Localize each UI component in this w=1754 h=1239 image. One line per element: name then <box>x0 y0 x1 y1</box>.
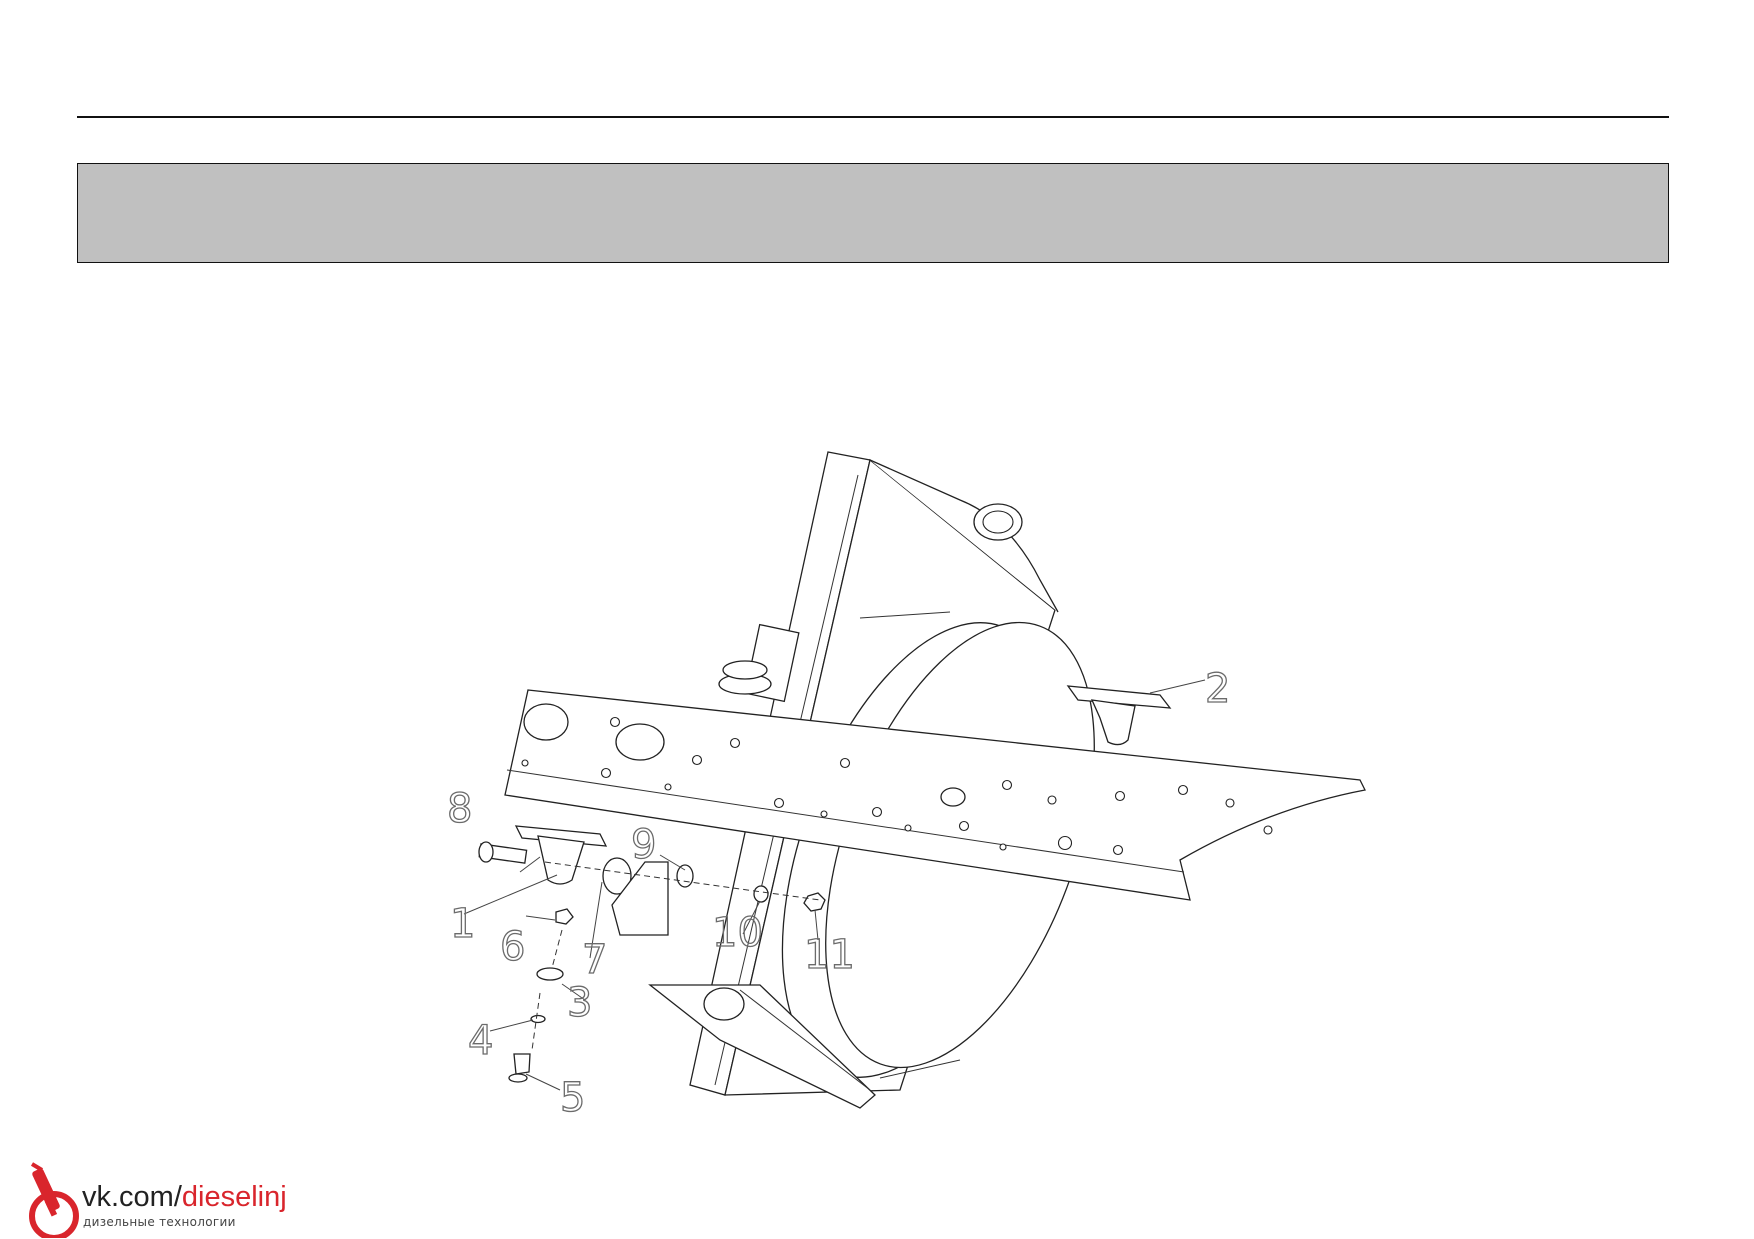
callout-8: 8 <box>447 786 472 832</box>
fuel-injector-icon <box>29 1162 79 1238</box>
bracket-part-2 <box>1066 685 1172 746</box>
callout-4: 4 <box>468 1018 493 1064</box>
watermark-url: vk.com/dieselinj <box>82 1183 287 1212</box>
callout-1: 1 <box>450 901 475 947</box>
callout-10: 10 <box>712 910 763 956</box>
callout-labels: 1 2 3 4 5 6 7 8 9 10 11 <box>446 665 1231 1121</box>
callout-3: 3 <box>567 980 592 1026</box>
lower-outlet-pipe <box>648 984 876 1109</box>
callout-2: 2 <box>1205 666 1230 712</box>
callout-5: 5 <box>560 1075 585 1121</box>
watermark-prefix: vk.com/ <box>82 1181 182 1213</box>
callout-9: 9 <box>631 822 656 868</box>
watermark-tagline: дизельные технологии <box>83 1215 236 1229</box>
callout-7: 7 <box>582 937 607 983</box>
callout-11: 11 <box>804 932 855 978</box>
watermark-handle: dieselinj <box>181 1181 287 1213</box>
header-banner <box>77 163 1669 263</box>
callout-6: 6 <box>500 924 525 970</box>
leader-lines <box>463 679 1206 1091</box>
exploded-fasteners <box>478 825 826 1083</box>
cross-member <box>504 689 1366 901</box>
top-rule <box>77 116 1669 118</box>
